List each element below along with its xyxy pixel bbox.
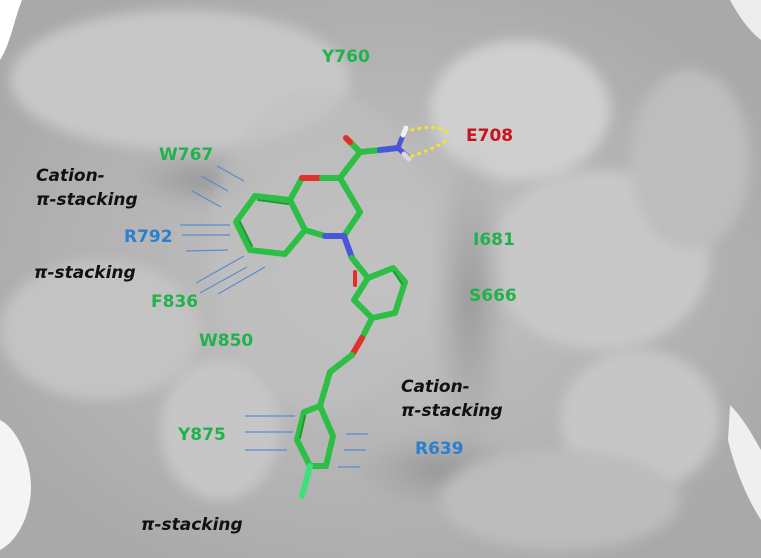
- interaction-line1: π-stacking: [141, 515, 243, 535]
- residue-label-i681: I681: [473, 230, 515, 250]
- residue-label-s666: S666: [469, 286, 517, 306]
- pi-interaction-lines: [180, 165, 368, 468]
- interaction-line2: π-stacking: [401, 401, 503, 421]
- interaction-label-cation-pi-r639: Cation- π-stacking: [401, 375, 503, 423]
- residue-label-e708: E708: [466, 126, 514, 146]
- interaction-line1: Cation-: [36, 166, 105, 186]
- interaction-line1: π-stacking: [34, 263, 136, 283]
- interaction-line2: π-stacking: [36, 190, 138, 210]
- ligand: [233, 125, 412, 499]
- residue-label-w850: W850: [199, 331, 254, 351]
- residue-label-r639: R639: [415, 439, 464, 459]
- interaction-label-pi-stacking-y875: π-stacking: [141, 513, 243, 537]
- interaction-line1: Cation-: [401, 377, 470, 397]
- residue-label-y875: Y875: [178, 425, 226, 445]
- interaction-label-pi-stacking-f836: π-stacking: [34, 261, 136, 285]
- residue-label-y760: Y760: [322, 47, 370, 67]
- interaction-label-cation-pi-r792: Cation- π-stacking: [36, 164, 138, 212]
- residue-label-w767: W767: [159, 145, 214, 165]
- residue-label-r792: R792: [124, 227, 173, 247]
- residue-label-f836: F836: [151, 292, 199, 312]
- hydrogen-bond-lines: [410, 125, 451, 158]
